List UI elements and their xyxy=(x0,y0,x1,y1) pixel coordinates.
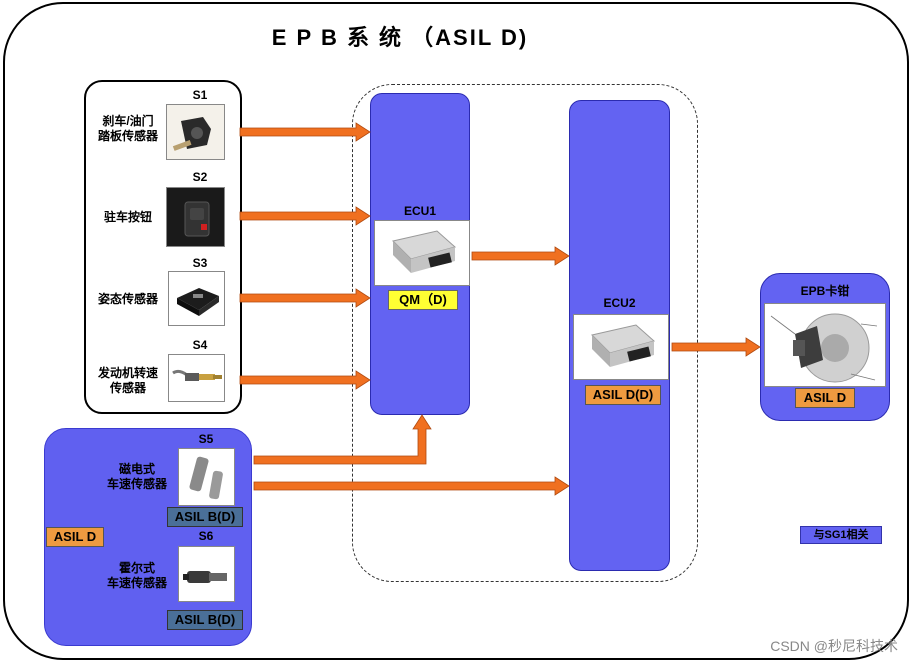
ecu1-name: ECU1 xyxy=(403,204,436,218)
arrow-ecu1-ecu2 xyxy=(471,246,570,266)
ecu1-asil-tag: QM（D) xyxy=(388,290,458,310)
sensor-s4-id: S4 xyxy=(192,338,208,352)
sensor-s1-label: 刹车/油门踏板传感器 xyxy=(97,114,158,143)
sensor-s3-label: 姿态传感器 xyxy=(97,292,158,306)
ecu1-module-photo xyxy=(374,220,470,286)
arrow-s1-ecu1 xyxy=(239,122,371,142)
sensor-s6-id: S6 xyxy=(198,529,214,543)
rpm-sensor-photo xyxy=(168,354,225,402)
sensor-s2-id: S2 xyxy=(192,170,208,184)
sensor-s4-label: 发动机转速传感器 xyxy=(97,366,158,395)
speed-group-asil-tag: ASIL D xyxy=(46,527,104,547)
ecu2-asil-tag: ASIL D(D) xyxy=(585,385,661,405)
epb-caliper-name: EPB卡钳 xyxy=(800,284,850,298)
parking-button-photo xyxy=(166,187,225,247)
ecu2-name: ECU2 xyxy=(603,296,636,310)
hall-speed-sensor-photo xyxy=(178,546,235,602)
pedal-sensor-photo xyxy=(166,104,225,160)
sensor-s5-label: 磁电式车速传感器 xyxy=(106,462,167,491)
diagram-title: E P B 系 统 （ASIL D) xyxy=(271,25,529,50)
ecu-group-boundary xyxy=(352,84,698,582)
sensor-s5-id: S5 xyxy=(198,432,214,446)
epb-asil-tag: ASIL D xyxy=(795,388,855,408)
sensor-s2-label: 驻车按钮 xyxy=(103,210,152,224)
sg1-note-tag: 与SG1相关 xyxy=(800,526,882,544)
s5-asil-tag: ASIL B(D) xyxy=(167,507,243,527)
sensor-s3-id: S3 xyxy=(192,256,208,270)
arrow-s2-ecu1 xyxy=(239,206,371,226)
sensor-s1-id: S1 xyxy=(192,88,208,102)
magnetic-speed-sensor-photo xyxy=(178,448,235,506)
arrow-ecu2-epb xyxy=(671,337,761,357)
s6-asil-tag: ASIL B(D) xyxy=(167,610,243,630)
brake-caliper-photo xyxy=(764,303,886,387)
ecu2-module-photo xyxy=(573,314,669,380)
arrow-s5-ecu2 xyxy=(253,476,570,496)
attitude-sensor-photo xyxy=(168,271,225,326)
arrow-s5-ecu1 xyxy=(253,414,432,465)
arrow-s3-ecu1 xyxy=(239,288,371,308)
watermark: CSDN @秒尼科技术 xyxy=(770,638,898,654)
arrow-s4-ecu1 xyxy=(239,370,371,390)
sensor-s6-label: 霍尔式车速传感器 xyxy=(106,561,167,590)
